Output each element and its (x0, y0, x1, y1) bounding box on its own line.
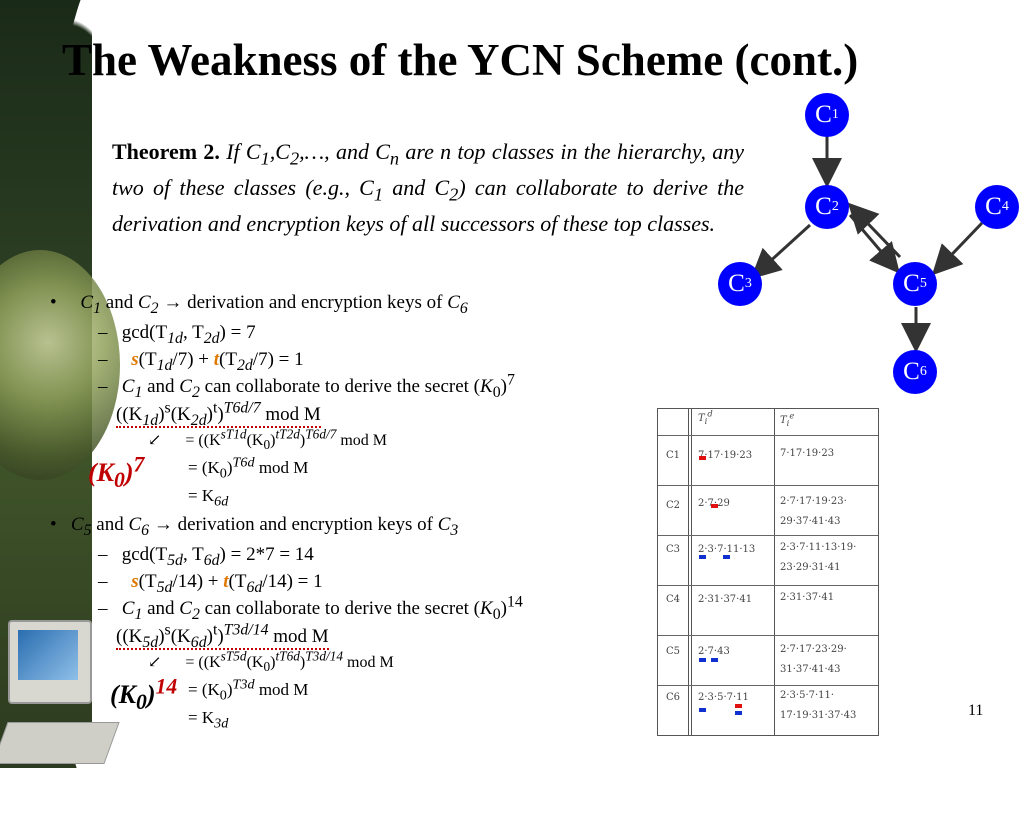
bullet-1-step4: = K6d (188, 486, 229, 510)
edge-c4-c5 (931, 221, 984, 276)
table-row: C1 7·17·19·23 7·17·19·23 (658, 435, 878, 486)
theorem-label: Theorem 2. (112, 139, 220, 164)
table-row: C5 2·7·43 2·7·17·23·29·31·37·41·43 (658, 635, 878, 686)
bullet-1-bezout: – s(T1d/7) + t(T2d/7) = 1 (98, 349, 304, 374)
bullet-1-step3: = (K0)T6d mod M (188, 454, 309, 482)
bullet-2: • C5 and C6 → derivation and encryption … (50, 514, 459, 539)
table-row: C3 2·3·7·11·13 2·3·7·11·13·19·23·29·31·4… (658, 535, 878, 586)
table-header-te: Tie (780, 410, 795, 428)
annotation-k0-14: (K0)14 (110, 674, 178, 715)
slide-title: The Weakness of the YCN Scheme (cont.) (62, 35, 859, 85)
bullet-1-expr: ((K1d)s(K2d)t)T6d/7 mod M (116, 399, 321, 429)
bullet-1-step2: ↙ = ((KsT1d(K0)tT2d)T6d/7 mod M (148, 426, 388, 453)
blue-mark (699, 708, 706, 712)
computer-screen-icon (18, 630, 78, 680)
edge-c2-c3 (750, 223, 812, 280)
bullet-2-step3: = (K0)T3d mod M (188, 676, 309, 704)
class-hierarchy-graph (750, 133, 984, 353)
bullet-1-collab: – C1 and C2 can collaborate to derive th… (98, 371, 515, 401)
page-number: 11 (968, 702, 984, 719)
factor-table: Tid Tie C1 7·17·19·23 7·17·19·23 C2 2·7·… (657, 408, 879, 736)
red-mark (711, 504, 718, 508)
table-row: C6 2·3·5·7·11 2·3·5·7·11·17·19·31·37·43 (658, 685, 878, 736)
bullet-2-gcd: – gcd(T5d, T6d) = 2*7 = 14 (98, 544, 314, 569)
bullet-2-collab: – C1 and C2 can collaborate to derive th… (98, 593, 523, 623)
blue-mark (735, 711, 742, 715)
blue-mark (711, 658, 718, 662)
bullet-2-step4: = K3d (188, 708, 229, 732)
bullet-2-bezout: – s(T5d/14) + t(T6d/14) = 1 (98, 571, 323, 596)
edge-c5-c2 (847, 202, 902, 259)
blue-mark (723, 555, 730, 559)
red-mark (699, 456, 706, 460)
blue-mark (699, 555, 706, 559)
bullet-2-step2: ↙ = ((KsT5d(K0)tT6d)T3d/14 mod M (148, 648, 394, 675)
edge-c2-c5 (848, 214, 900, 274)
bullet-2-expr: ((K5d)s(K6d)t)T3d/14 mod M (116, 621, 329, 651)
table-row: C4 2·31·37·41 2·31·37·41 (658, 585, 878, 636)
bullet-1-gcd: – gcd(T1d, T2d) = 7 (98, 322, 256, 347)
table-header-td: Tid (698, 408, 713, 426)
annotation-k0-7: (K0)7 (88, 452, 145, 493)
red-mark (735, 704, 742, 708)
table-row: C2 2·7·29 2·7·17·19·23·29·37·41·43 (658, 485, 878, 536)
keyboard-icon (0, 722, 120, 764)
bullet-1: • C1 and C2 → derivation and encryption … (50, 292, 468, 317)
theorem-text: Theorem 2. If C1,C2,…, and Cn are n top … (112, 139, 744, 236)
blue-mark (699, 658, 706, 662)
